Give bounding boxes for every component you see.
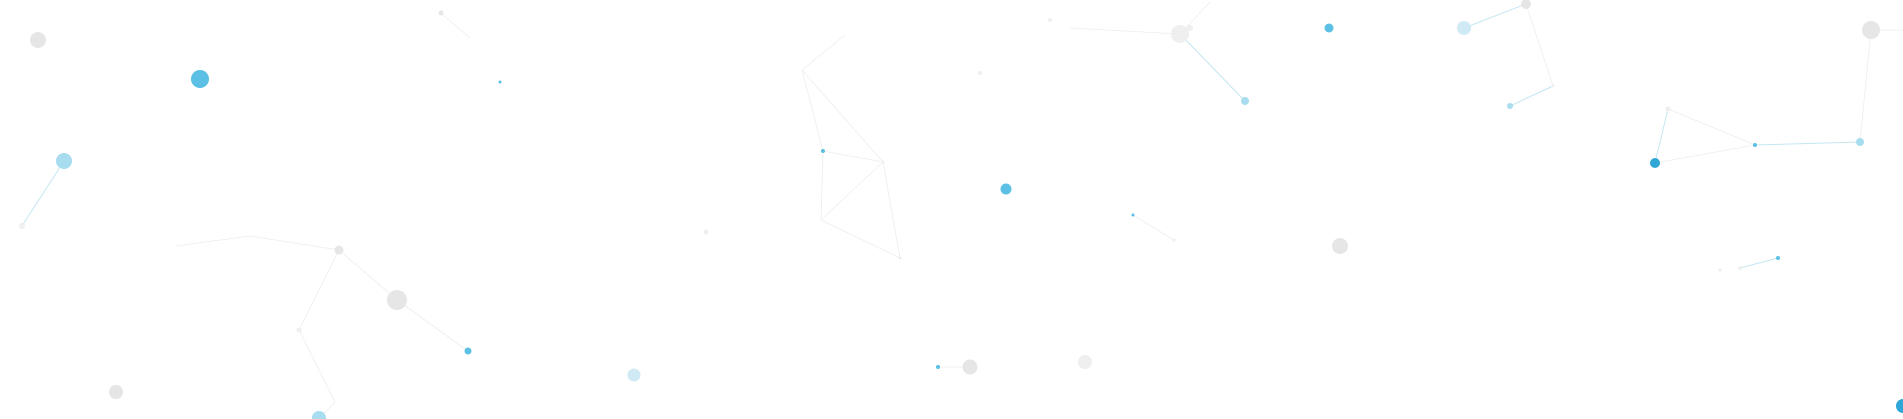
network-node bbox=[936, 365, 940, 369]
network-link bbox=[801, 69, 824, 152]
network-node bbox=[312, 411, 326, 419]
network-link bbox=[298, 329, 336, 403]
network-node bbox=[1507, 103, 1513, 109]
node-layer bbox=[19, 0, 1903, 419]
network-link bbox=[820, 219, 901, 259]
network-node bbox=[438, 10, 444, 16]
network-node bbox=[1650, 158, 1660, 168]
network-node bbox=[1521, 0, 1531, 9]
network-node bbox=[1856, 138, 1864, 146]
network-link bbox=[1754, 141, 1861, 146]
network-link bbox=[440, 12, 471, 39]
network-link bbox=[801, 34, 846, 71]
network-link bbox=[1859, 29, 1872, 143]
network-node bbox=[1457, 21, 1471, 35]
network-link bbox=[1654, 108, 1669, 164]
link-layer bbox=[21, 1, 1903, 419]
network-link bbox=[1525, 3, 1554, 87]
network-node bbox=[1332, 238, 1348, 254]
network-node bbox=[1187, 25, 1193, 31]
network-node bbox=[296, 327, 302, 333]
network-link bbox=[21, 160, 65, 227]
network-link bbox=[298, 249, 340, 331]
network-link bbox=[175, 235, 251, 247]
network-node bbox=[1171, 25, 1189, 43]
network-node bbox=[1000, 183, 1012, 195]
network-link bbox=[820, 150, 824, 221]
network-node bbox=[30, 32, 46, 48]
network-node bbox=[191, 70, 209, 88]
network-node bbox=[1551, 84, 1555, 88]
network-node bbox=[1718, 268, 1722, 272]
network-node bbox=[19, 223, 25, 229]
network-link bbox=[1463, 3, 1527, 29]
network-link bbox=[396, 299, 469, 352]
network-node bbox=[1753, 143, 1757, 147]
network-link bbox=[820, 161, 884, 221]
network-node bbox=[1776, 256, 1780, 260]
network-link bbox=[882, 161, 901, 259]
network-node bbox=[1665, 106, 1671, 112]
network-node bbox=[1131, 213, 1135, 217]
network-node bbox=[627, 368, 641, 382]
network-link bbox=[1132, 214, 1175, 241]
network-node bbox=[978, 71, 982, 75]
network-node bbox=[1172, 238, 1176, 242]
network-link bbox=[1509, 85, 1554, 107]
network-link bbox=[1069, 27, 1181, 35]
network-node bbox=[334, 245, 344, 255]
network-node bbox=[1738, 266, 1742, 270]
network-link bbox=[1667, 108, 1756, 146]
network-node bbox=[1078, 355, 1092, 369]
network-link bbox=[822, 150, 884, 163]
network-node bbox=[962, 359, 978, 375]
network-link bbox=[1739, 257, 1779, 269]
network-node bbox=[1324, 23, 1334, 33]
network-link bbox=[801, 69, 884, 163]
network-node bbox=[1862, 21, 1880, 39]
network-node bbox=[464, 347, 472, 355]
network-node bbox=[821, 149, 825, 153]
network-node bbox=[56, 153, 72, 169]
network-node bbox=[1896, 399, 1903, 413]
network-node bbox=[703, 229, 709, 235]
network-node bbox=[881, 160, 885, 164]
network-link bbox=[338, 249, 398, 301]
network-node bbox=[109, 385, 123, 399]
network-link bbox=[1179, 33, 1246, 102]
network-node bbox=[898, 256, 902, 260]
network-node bbox=[1241, 97, 1249, 105]
network-node bbox=[498, 80, 502, 84]
network-node bbox=[1048, 18, 1052, 22]
network-node bbox=[387, 290, 407, 310]
network-link bbox=[249, 235, 340, 251]
network-link bbox=[1654, 144, 1756, 164]
